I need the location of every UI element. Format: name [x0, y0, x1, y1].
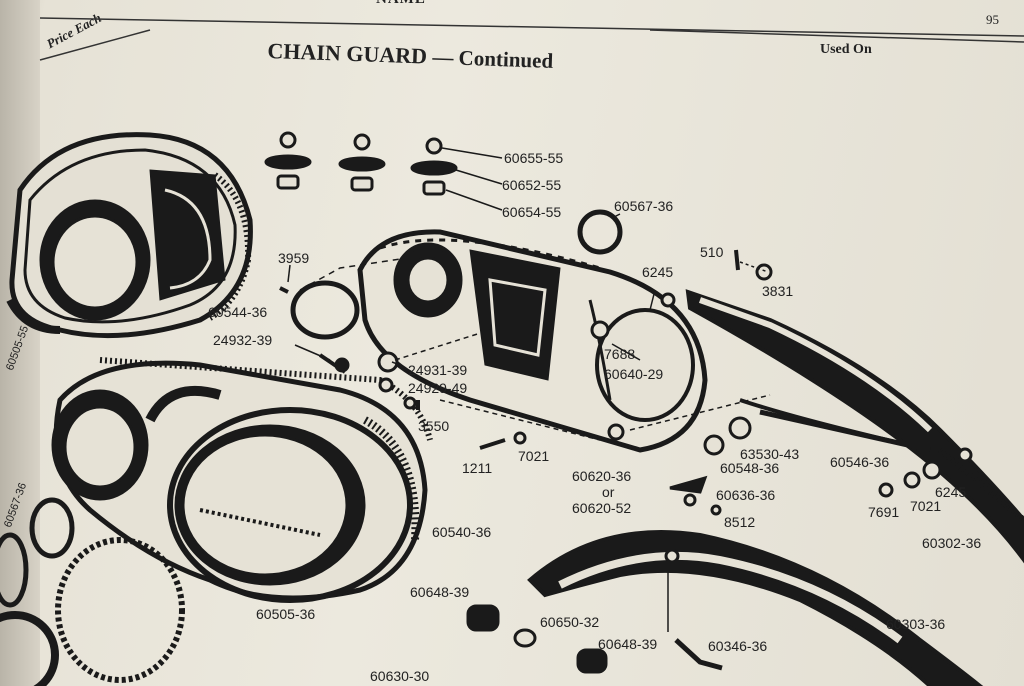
part-or: or [602, 484, 615, 500]
part-60630-30: 60630-30 [370, 668, 430, 684]
part-7688: 7688 [604, 346, 636, 362]
part-60620-52: 60620-52 [572, 500, 632, 516]
part-63530-43: 63530-43 [740, 446, 800, 462]
header-rules [39, 17, 1024, 61]
page-number: 95 [986, 12, 999, 27]
part-510: 510 [700, 244, 724, 260]
upper-left-cover [6, 132, 253, 339]
part-60505-36: 60505-36 [256, 606, 316, 622]
part-60652-55: 60652-55 [502, 177, 562, 193]
leader-lines [287, 147, 771, 632]
part-24929-49: 24929-49 [408, 380, 468, 396]
part-7691: 7691 [868, 504, 900, 520]
part-60620-36: 60620-36 [572, 468, 632, 484]
part-8512: 8512 [724, 514, 756, 530]
part-60303-36: 60303-36 [886, 616, 946, 632]
part-24932-39: 24932-39 [213, 332, 273, 348]
part-60544-36: 60544-36 [208, 304, 268, 320]
part-60636-36: 60636-36 [716, 487, 776, 503]
used-on-header: Used On [820, 42, 872, 57]
part-60546-36: 60546-36 [830, 454, 890, 470]
part-1211: 1211 [462, 460, 493, 476]
part-60655-55: 60655-55 [504, 150, 564, 166]
left-gaskets [0, 497, 185, 686]
gasket-60544 [290, 280, 360, 340]
part-6245-right: 6245 [935, 484, 967, 500]
center-inner-cover [357, 229, 708, 453]
part-60648-39-top: 60648-39 [410, 584, 470, 600]
part-60346-36: 60346-36 [708, 638, 768, 654]
part-3550: 3550 [418, 418, 450, 434]
part-60648-39-bottom: 60648-39 [598, 636, 658, 652]
part-7021-right: 7021 [910, 498, 942, 514]
part-6245-top: 6245 [642, 264, 674, 280]
part-60302-36: 60302-36 [922, 535, 982, 551]
part-60567-36-top: 60567-36 [614, 198, 674, 214]
part-60540-36: 60540-36 [432, 524, 492, 540]
front-outer-cover [51, 357, 433, 603]
name-column-header: NAME [376, 0, 426, 8]
part-60548-36: 60548-36 [720, 460, 780, 476]
part-60650-32: 60650-32 [540, 614, 600, 630]
page-binding-shadow [0, 0, 40, 686]
misc-hardware [279, 249, 973, 674]
part-24931-39: 24931-39 [408, 362, 468, 378]
part-7021-left: 7021 [518, 448, 550, 464]
part-60640-29: 60640-29 [604, 366, 664, 382]
part-3959: 3959 [278, 250, 310, 266]
part-3831: 3831 [762, 283, 794, 299]
small-hardware-top [264, 131, 623, 255]
part-60654-55: 60654-55 [502, 204, 562, 220]
